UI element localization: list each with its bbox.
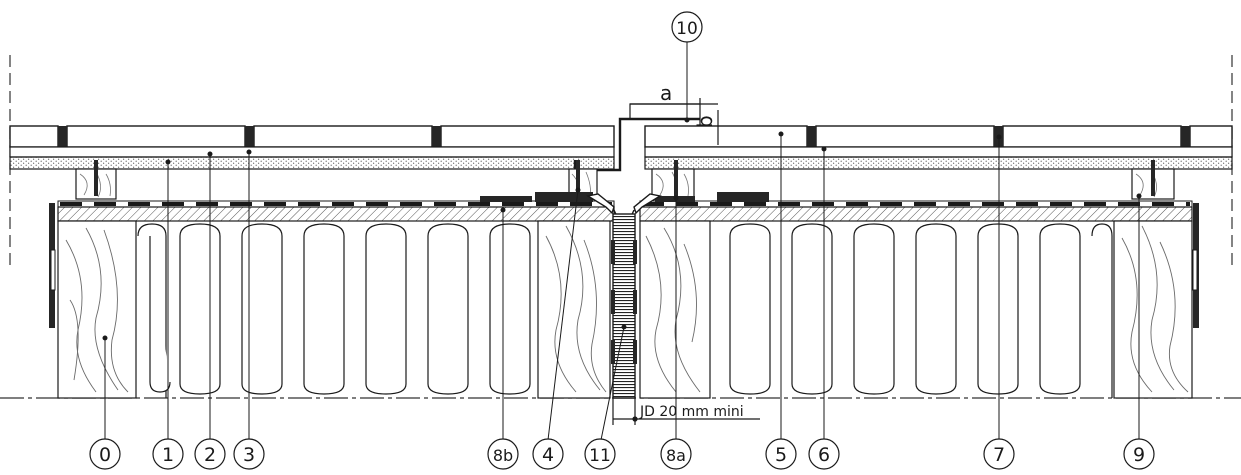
reinforcement-strips	[480, 192, 769, 202]
callout-0: 0	[99, 444, 111, 466]
callout-10: 10	[676, 19, 698, 39]
callout-circles	[89, 11, 1155, 470]
callout-3: 3	[243, 444, 255, 466]
insulation-cells-left	[137, 223, 531, 398]
timber-grain	[65, 225, 1189, 393]
callout-1: 1	[162, 444, 174, 466]
callout-11: 11	[589, 446, 611, 466]
callout-8b: 8b	[493, 446, 513, 465]
leader-lines	[102, 40, 1142, 441]
slab-surface	[57, 206, 1193, 222]
joint-width-dimension	[612, 398, 760, 425]
callout-labels: 0 1 2 3 8b 4 11 8a 5 6 7 9 10	[99, 19, 1145, 466]
callout-4: 4	[542, 444, 554, 466]
spacer-blocks	[75, 168, 1175, 200]
cover-profile	[573, 117, 700, 172]
callout-8a: 8a	[666, 446, 686, 465]
callout-7: 7	[993, 444, 1005, 466]
callout-5: 5	[775, 444, 787, 466]
membrane	[57, 200, 1193, 208]
dimension-a-label: a	[660, 81, 672, 105]
callout-2: 2	[204, 444, 216, 466]
bedding-layer	[9, 146, 1233, 170]
joint-width-label: JD 20 mm mini	[639, 404, 744, 420]
insulation-cells-right	[729, 223, 1113, 398]
dimension-a-b	[630, 98, 719, 145]
callout-9: 9	[1133, 444, 1145, 466]
callout-6: 6	[818, 444, 830, 466]
dimension-b-label: b	[693, 115, 717, 128]
spacer-grain	[79, 171, 1157, 198]
